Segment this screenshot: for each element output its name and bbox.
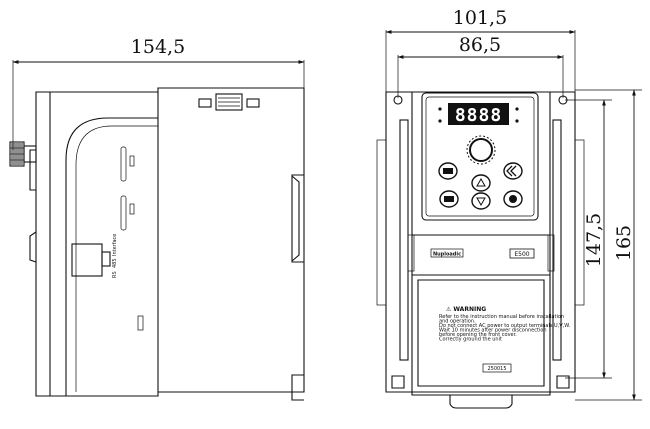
- keypad-panel: [421, 92, 539, 221]
- key-run-stop-button[interactable]: [503, 190, 523, 208]
- dimension-front-width-total: 101,5: [385, 7, 576, 98]
- side-vent-slots: [120, 146, 144, 331]
- side-rs485-port: RS 485 Interface: [71, 234, 118, 278]
- dimension-label-side-depth: 154,5: [131, 36, 185, 58]
- side-cover-curve: [65, 117, 158, 396]
- rail-label-interface: Interface: [112, 234, 118, 256]
- side-view: 154,5: [9, 36, 305, 401]
- dimension-front-height-mount: 147,5: [565, 99, 612, 379]
- front-housing: [411, 91, 551, 396]
- warning-line-5: before opening the front cover.: [439, 332, 517, 338]
- warning-line-3: Do not connect AC power to output termin…: [439, 323, 571, 329]
- side-top-clip: [198, 93, 260, 111]
- front-base-plate: [385, 91, 576, 393]
- warning-line-2: and operation.: [439, 319, 476, 325]
- key-shift-button[interactable]: [503, 162, 523, 180]
- side-body-outline: [35, 87, 305, 397]
- key-up-button[interactable]: [471, 174, 491, 192]
- model-label: E500: [514, 251, 529, 258]
- brand-label: Nuploadic: [433, 252, 461, 258]
- warning-title: ⚠ WARNING: [446, 306, 486, 313]
- dimension-side-depth: 154,5: [12, 36, 305, 150]
- warning-line-6: Correctly ground the unit: [439, 337, 502, 343]
- serial-label: 250015: [487, 366, 506, 372]
- rail-label-485: 485: [112, 258, 118, 268]
- potentiometer-knob[interactable]: [466, 135, 496, 165]
- display-digits: 8888: [455, 105, 502, 126]
- dimension-label-front-width-mount: 86,5: [459, 34, 501, 56]
- warning-line-4: Wait 10 minutes after power disconnectio…: [439, 328, 547, 334]
- dimension-label-front-width-total: 101,5: [453, 7, 507, 29]
- rail-label-rs: RS: [112, 271, 118, 278]
- key-prg-button[interactable]: [438, 162, 458, 180]
- side-connector: [9, 141, 37, 167]
- led-display: 8888: [438, 103, 519, 126]
- dimension-front-height-total: 165: [575, 89, 642, 401]
- key-down-button[interactable]: [471, 192, 491, 210]
- warning-line-1: Refer to the instruction manual before i…: [439, 314, 564, 320]
- dimension-label-front-height-total: 165: [613, 225, 635, 261]
- dimension-front-width-mount: 86,5: [397, 34, 564, 98]
- dimension-label-front-height-mount: 147,5: [583, 213, 605, 267]
- front-view: 101,5 86,5 147,5 165: [376, 7, 642, 409]
- side-din-rail: [291, 174, 304, 263]
- warning-label: ⚠ WARNING Refer to the instruction manua…: [439, 306, 571, 343]
- key-enter-button[interactable]: [439, 190, 459, 208]
